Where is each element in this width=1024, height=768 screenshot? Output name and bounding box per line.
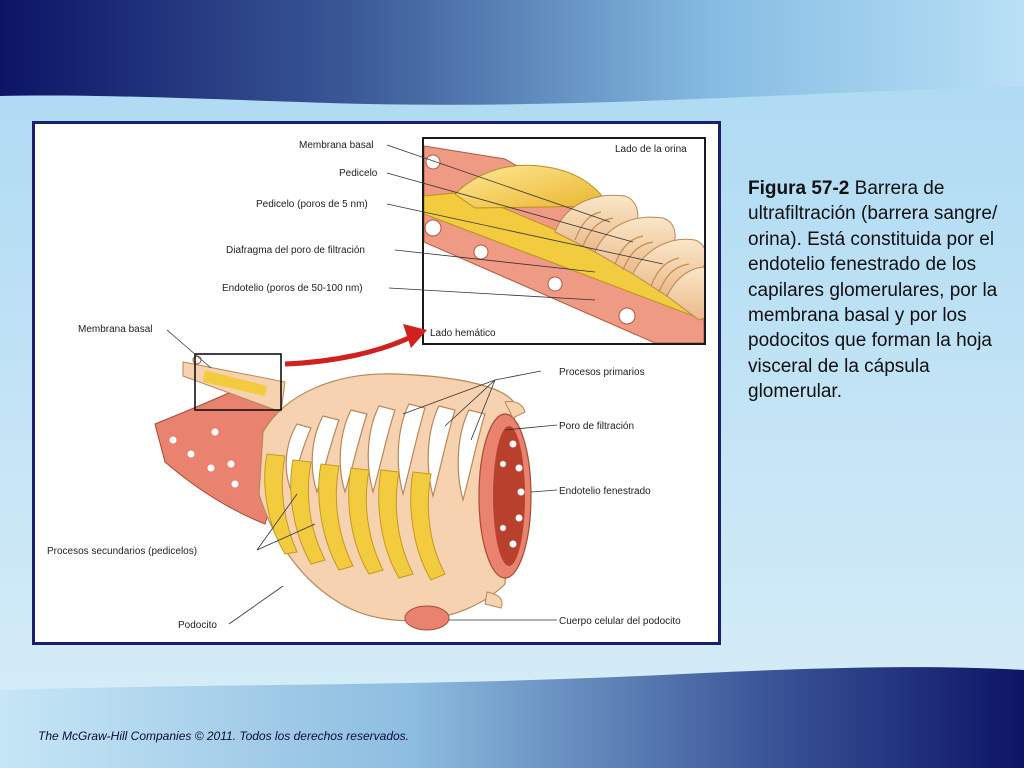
label-cuerpo-celular: Cuerpo celular del podocito bbox=[559, 616, 681, 627]
bottom-wave-band bbox=[0, 667, 1024, 768]
podocyte-nucleus bbox=[404, 605, 450, 631]
label-endotelio-poros: Endotelio (poros de 50-100 nm) bbox=[222, 283, 363, 294]
zoom-region-box bbox=[194, 353, 282, 411]
label-diafragma: Diafragma del poro de filtración bbox=[226, 245, 365, 256]
label-membrana-basal-top: Membrana basal bbox=[299, 140, 373, 151]
capillary-with-podocyte bbox=[154, 355, 532, 631]
caption-title: Figura 57-2 bbox=[748, 178, 850, 199]
label-podocito: Podocito bbox=[178, 620, 217, 631]
label-pedicelo: Pedicelo bbox=[339, 168, 378, 179]
label-lado-orina: Lado de la orina bbox=[615, 144, 687, 155]
caption-text: Barrera de ultrafiltración (barrera sang… bbox=[748, 178, 998, 403]
label-procesos-secundarios: Procesos secundarios (pedicelos) bbox=[47, 546, 197, 557]
label-pedicelo-poros: Pedicelo (poros de 5 nm) bbox=[256, 199, 368, 210]
label-endotelio-fenestrado: Endotelio fenestrado bbox=[559, 486, 651, 497]
label-procesos-primarios: Procesos primarios bbox=[559, 367, 645, 378]
leader-lines bbox=[166, 144, 664, 625]
label-lado-hematico: Lado hemático bbox=[430, 328, 496, 339]
label-membrana-basal-left: Membrana basal bbox=[78, 324, 152, 335]
label-poro-filtracion: Poro de filtración bbox=[559, 421, 634, 432]
figure-caption: Figura 57-2 Barrera de ultrafiltración (… bbox=[748, 176, 998, 405]
diagram-labels: Membrana basal Pedicelo Pedicelo (poros … bbox=[47, 140, 687, 631]
yellow-pedicel-band bbox=[264, 453, 446, 581]
zoom-arrow bbox=[284, 333, 415, 367]
top-wave-band bbox=[0, 0, 1024, 105]
figure-frame: Membrana basal Pedicelo Pedicelo (poros … bbox=[32, 121, 721, 645]
inset-enlarged-view bbox=[422, 137, 706, 345]
copyright-footer: The McGraw-Hill Companies © 2011. Todos … bbox=[38, 729, 410, 743]
zoom-arrowhead bbox=[403, 324, 427, 348]
glomerular-filtration-barrier-diagram: Membrana basal Pedicelo Pedicelo (poros … bbox=[47, 137, 706, 631]
